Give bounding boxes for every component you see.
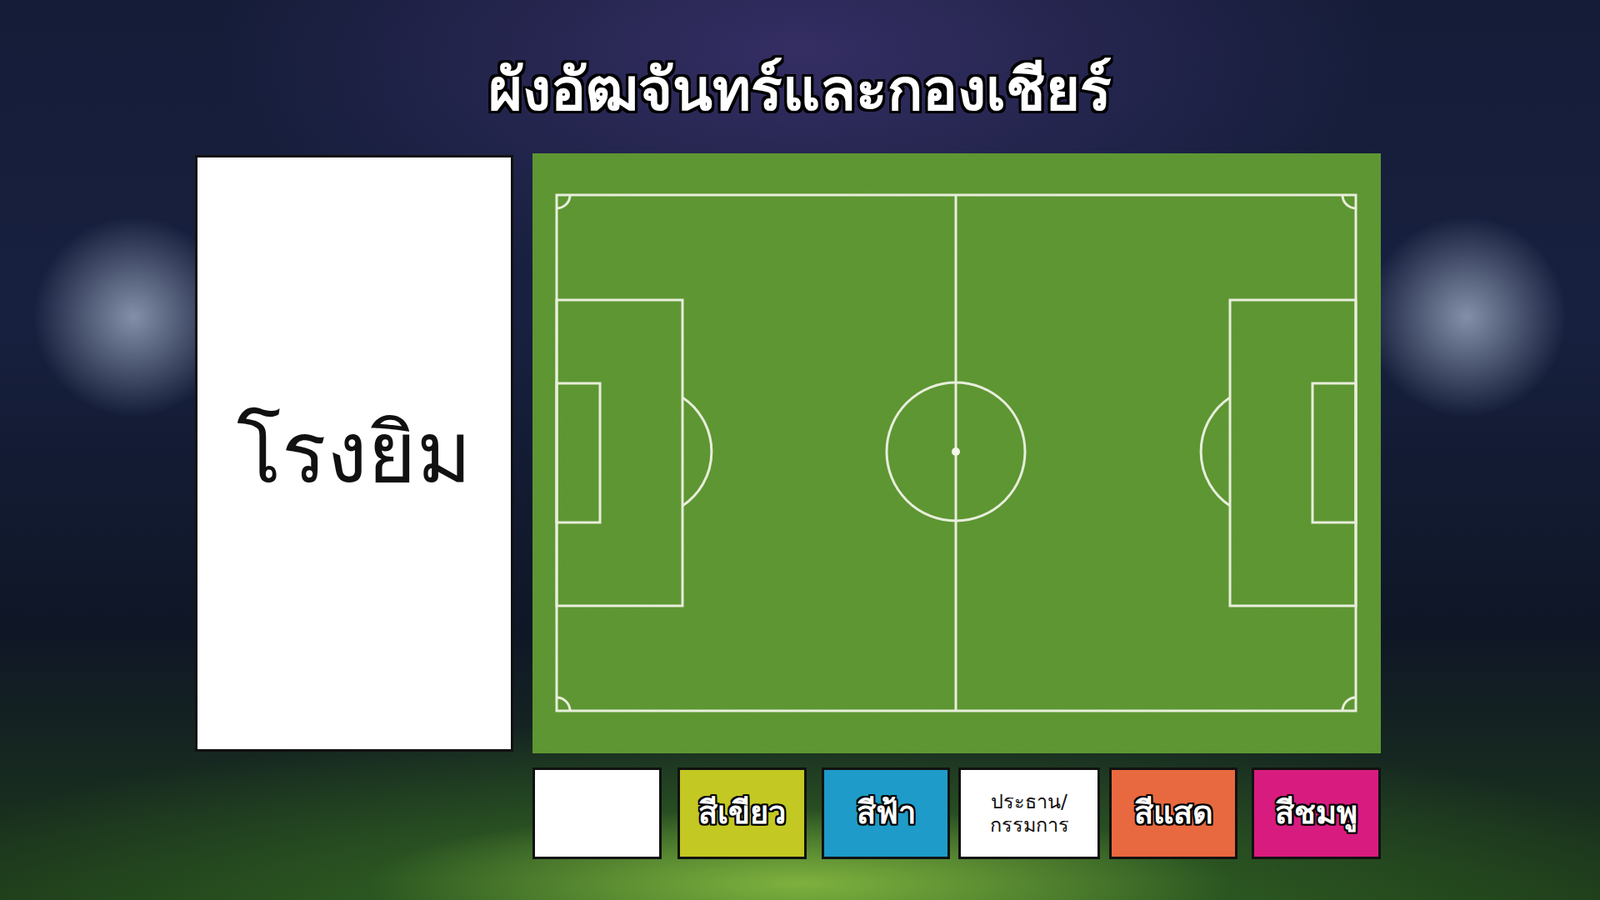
building-box: โรงยิม (195, 155, 514, 752)
stand-box: สีเขียว (677, 767, 807, 860)
box-label: ประธาน/ กรรมการ (960, 790, 1098, 837)
box-label: สีเขียว (698, 794, 786, 833)
stand-box: สีฟ้า (821, 767, 950, 860)
box-label: สีแสด (1134, 794, 1214, 833)
stand-box: สีชมพู (1251, 767, 1381, 860)
box-label: สีฟ้า (856, 794, 916, 833)
page-title: ผังอัฒจันทร์และกองเชียร์ (0, 43, 1600, 136)
stand-box: ประธาน/ กรรมการ (958, 767, 1100, 860)
stand-box: สีแสด (1109, 767, 1238, 860)
blank-box (532, 767, 662, 860)
box-label: สีชมพู (1275, 794, 1358, 833)
box-label: โรงยิม (236, 403, 472, 504)
